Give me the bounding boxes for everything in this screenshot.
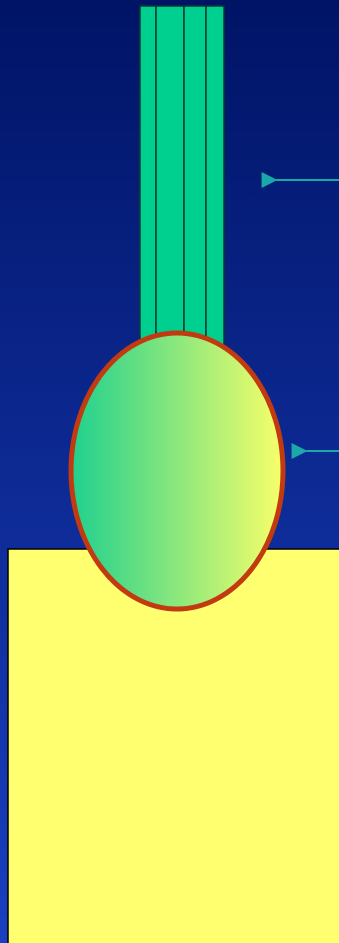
- stalk-strand: [206, 6, 224, 356]
- stalk: [140, 6, 224, 356]
- bulb: [71, 333, 283, 609]
- stalk-strand: [140, 6, 156, 356]
- stalk-strand: [184, 6, 206, 356]
- stalk-strand: [156, 6, 184, 356]
